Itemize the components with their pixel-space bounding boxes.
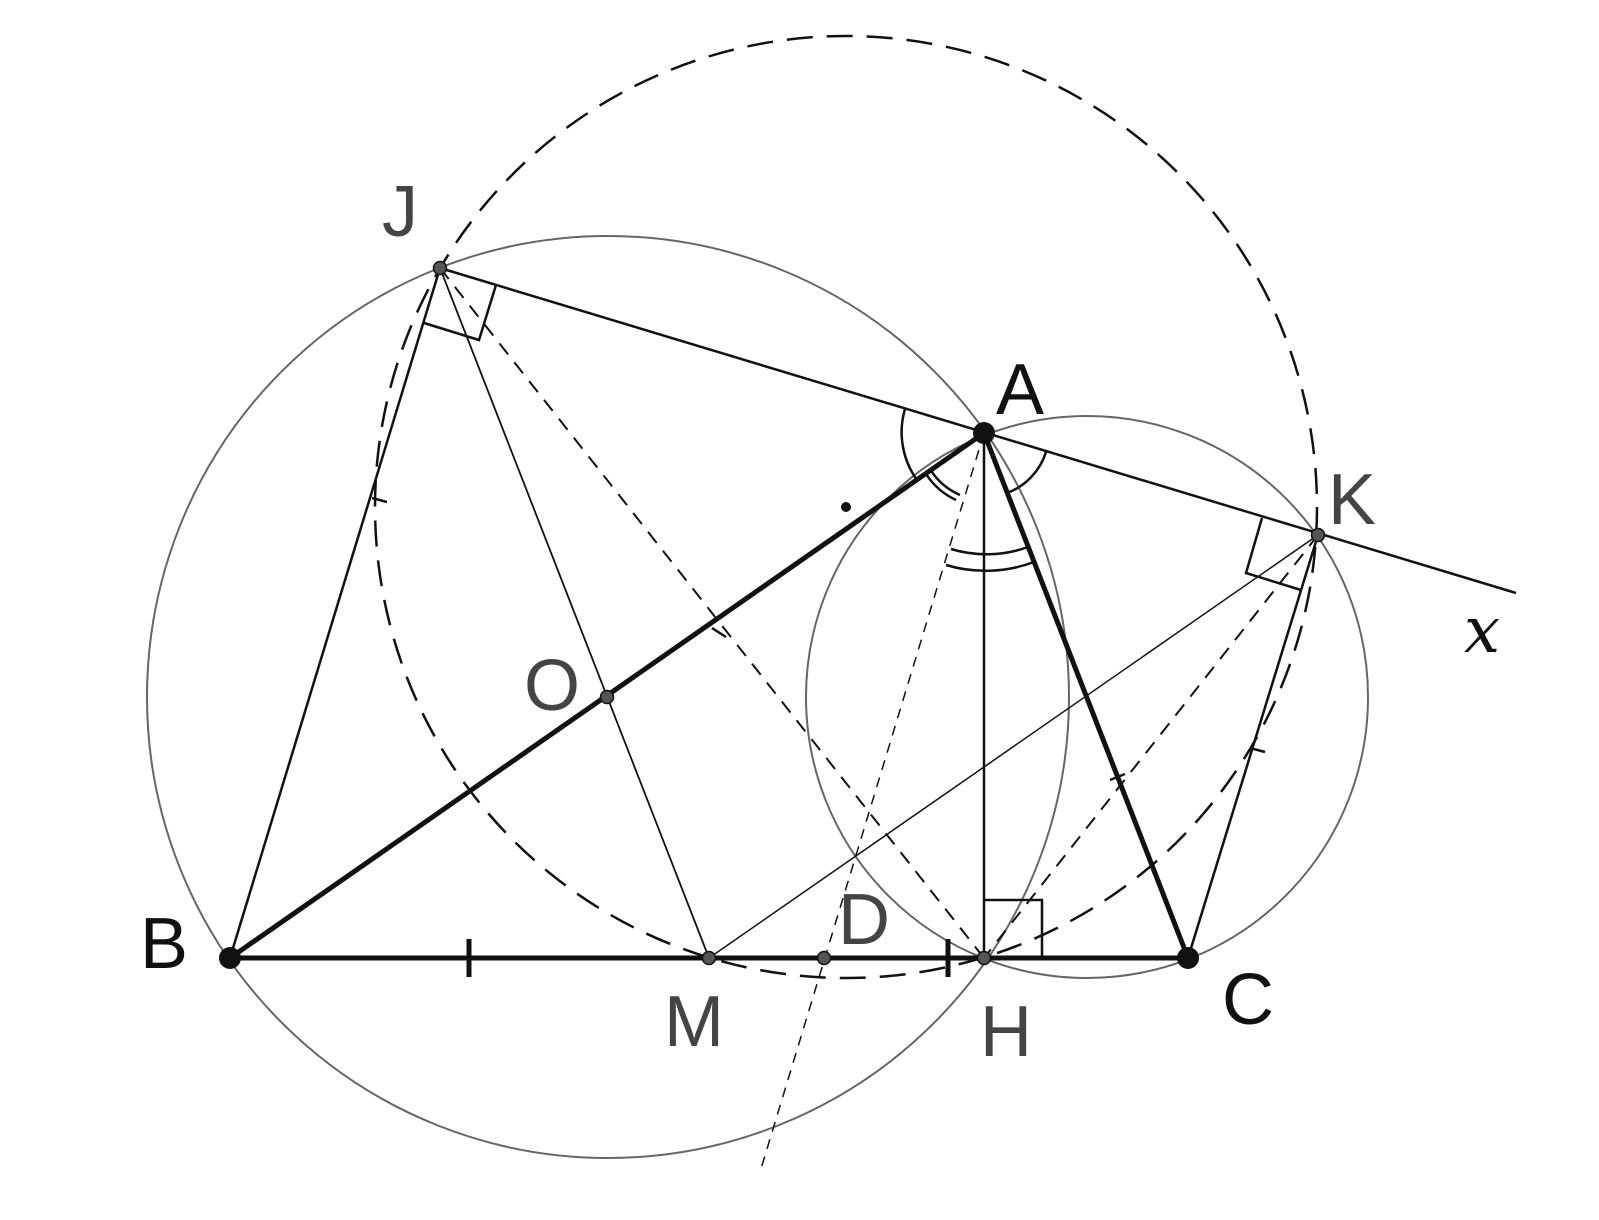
label-d: D bbox=[838, 880, 890, 960]
point-d bbox=[816, 950, 832, 966]
angle-arc-had-outer bbox=[945, 560, 1035, 572]
dashed-jh bbox=[439, 267, 985, 959]
right-angle-mark-j bbox=[423, 284, 498, 342]
tick-mark-ck bbox=[1249, 746, 1266, 754]
right-angle-mark-k bbox=[1244, 517, 1302, 592]
point-m bbox=[701, 950, 717, 966]
angle-arc-jab bbox=[900, 408, 919, 481]
tick-mark-ab bbox=[711, 626, 727, 639]
point-a bbox=[973, 422, 995, 444]
label-a: A bbox=[996, 350, 1044, 430]
label-h: H bbox=[980, 992, 1032, 1072]
point-b bbox=[219, 947, 241, 969]
point-k bbox=[1310, 527, 1326, 543]
segment-ck bbox=[1186, 534, 1320, 959]
label-o: O bbox=[524, 646, 580, 726]
angle-arc-had-inner bbox=[950, 545, 1029, 556]
point-h bbox=[976, 950, 992, 966]
angle-arc-bah-inner bbox=[928, 468, 961, 497]
label-c: C bbox=[1222, 960, 1274, 1040]
segment-bj bbox=[228, 267, 442, 959]
dashed-kh bbox=[983, 534, 1319, 959]
center-dot-dashed-circle bbox=[841, 502, 851, 512]
point-c bbox=[1177, 947, 1199, 969]
tick-mark-ac bbox=[1109, 772, 1126, 782]
label-j: J bbox=[382, 172, 418, 252]
right-angle-mark-h bbox=[984, 898, 1044, 958]
label-b: B bbox=[140, 904, 188, 984]
label-m: M bbox=[664, 982, 724, 1062]
label-x: x bbox=[1464, 594, 1500, 668]
circle-dashed-center-d bbox=[373, 34, 1319, 980]
circle-small-akc bbox=[805, 415, 1369, 979]
label-k: K bbox=[1328, 460, 1376, 540]
tick-mark-bj bbox=[371, 496, 388, 504]
dashed-angle-bisector-ad bbox=[759, 432, 985, 1173]
point-o bbox=[599, 689, 615, 705]
segment-jm bbox=[439, 267, 710, 959]
angle-arc-bah-outer bbox=[924, 473, 957, 502]
segment-mk bbox=[708, 534, 1319, 959]
point-j bbox=[432, 260, 448, 276]
angle-arc-kac bbox=[1006, 451, 1048, 495]
circle-circumscribed-abj bbox=[146, 235, 1070, 1159]
